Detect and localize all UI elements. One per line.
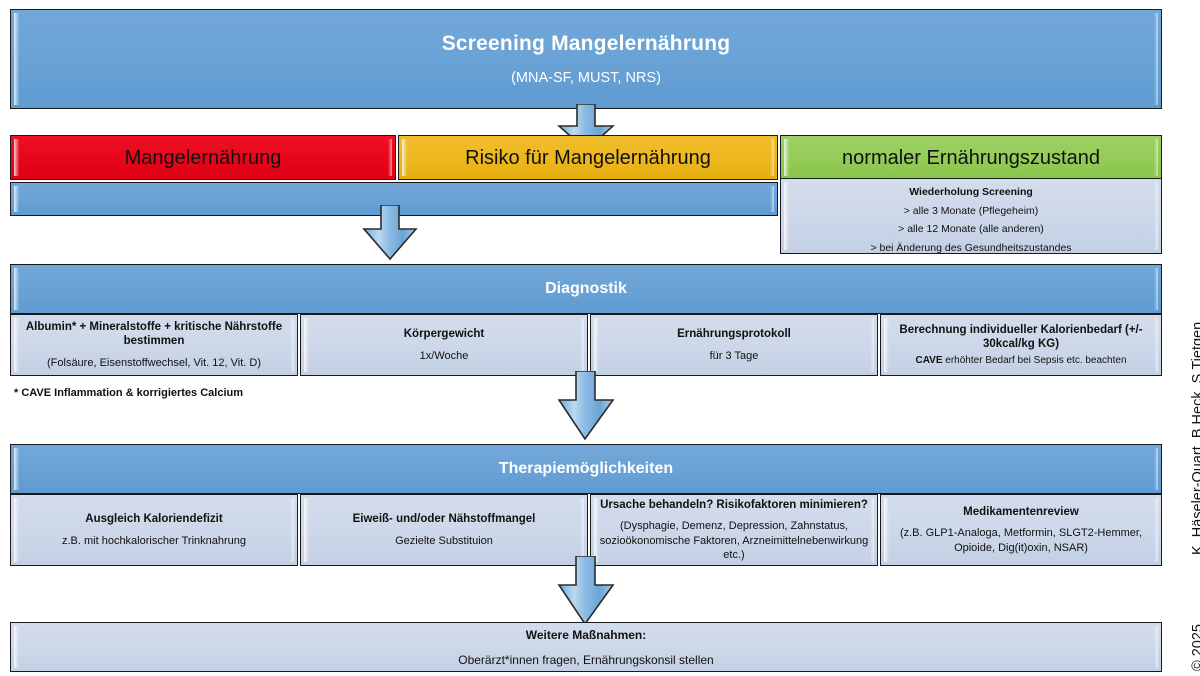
therapy-cell-2: Ursache behandeln? Risikofaktoren minimi… [590,494,878,566]
arrow-diagnostics-to-therapy [557,371,615,441]
repeat-screening-box: Wiederholung Screening > alle 3 Monate (… [780,178,1162,254]
diagnostics-cell-3: Berechnung individueller Kalorienbedarf … [880,314,1162,376]
credit-authors: K. Häseler-Ouart, B.Heck, S.Tietgen [1190,321,1200,555]
status-label-0: Mangelernährung [124,146,282,169]
diagnostics-footnote: * CAVE Inflammation & korrigiertes Calci… [14,387,244,399]
screening-subtitle: (MNA-SF, MUST, NRS) [511,69,661,86]
arrow-status-to-diagnostics [362,205,418,261]
diagnostics-band-title: Diagnostik [545,280,627,297]
status-label-2: normaler Ernährungszustand [842,146,1100,169]
therapy-cell-0-heading: Ausgleich Kaloriendefizit [85,513,223,526]
therapy-band: Therapiemöglichkeiten [10,444,1162,494]
therapy-cell-1-sub: Gezielte Substituion [395,534,493,547]
arrow-therapy-to-measures [557,556,615,626]
diagnostics-cell-1: Körpergewicht 1x/Woche [300,314,588,376]
diagnostics-cell-0-heading: Albumin* + Mineralstoffe + kritische Näh… [25,320,283,348]
repeat-screening-line-0: > alle 3 Monate (Pflegeheim) [903,204,1039,217]
repeat-screening-title: Wiederholung Screening [909,186,1033,198]
diagnostics-cell-1-heading: Körpergewicht [403,328,485,341]
repeat-screening-line-2: > bei Änderung des Gesundheitszustandes [870,241,1072,254]
diagnostics-cell-2-sub: für 3 Tage [709,349,759,362]
further-measures-sub: Oberärzt*innen fragen, Ernährungskonsil … [458,652,714,667]
repeat-screening-line-1: > alle 12 Monate (alle anderen) [898,223,1044,236]
therapy-cell-0: Ausgleich Kaloriendefizit z.B. mit hochk… [10,494,298,566]
diagnostics-cell-0-sub: (Folsäure, Eisenstoffwechsel, Vit. 12, V… [47,356,261,369]
further-measures-heading: Weitere Maßnahmen: [525,627,647,642]
therapy-cell-2-heading: Ursache behandeln? Risikofaktoren minimi… [600,498,868,511]
screening-title: Screening Mangelernährung [441,32,731,56]
therapy-cell-3-sub: (z.B. GLP1-Analoga, Metformin, SLGT2-Hem… [899,527,1143,554]
therapy-cell-0-sub: z.B. mit hochkalorischer Trinknahrung [61,534,247,547]
diagnostics-cell-3-sub2: CAVE erhöhter Bedarf bei Sepsis etc. bea… [915,354,1127,366]
status-label-1: Risiko für Mangelernährung [465,146,711,169]
therapy-cell-1: Eiweiß- und/oder Nähstoffmangel Gezielte… [300,494,588,566]
diagnostics-cell-2: Ernährungsprotokoll für 3 Tage [590,314,878,376]
credit-year: © 2025 [1190,624,1200,671]
diagnostics-band: Diagnostik [10,264,1162,314]
status-box-normal: normaler Ernährungszustand [780,135,1162,180]
diagnostics-cell-3-heading: Berechnung individueller Kalorienbedarf … [899,323,1143,351]
diagnostics-cell-2-heading: Ernährungsprotokoll [677,328,791,341]
status-box-risiko: Risiko für Mangelernährung [398,135,778,180]
therapy-cell-1-heading: Eiweiß- und/oder Nähstoffmangel [352,513,536,526]
screening-box: Screening Mangelernährung (MNA-SF, MUST,… [10,9,1162,109]
therapy-band-title: Therapiemöglichkeiten [498,460,674,477]
status-box-mangelernaehrung: Mangelernährung [10,135,396,180]
therapy-cell-3-heading: Medikamentenreview [963,506,1079,519]
diagnostics-cell-0: Albumin* + Mineralstoffe + kritische Näh… [10,314,298,376]
diagnostics-cell-1-sub: 1x/Woche [419,349,469,362]
therapy-cell-3: Medikamentenreview (z.B. GLP1-Analoga, M… [880,494,1162,566]
therapy-cell-2-sub: (Dysphagie, Demenz, Depression, Zahnstat… [599,520,869,561]
further-measures-box: Weitere Maßnahmen: Oberärzt*innen fragen… [10,622,1162,672]
